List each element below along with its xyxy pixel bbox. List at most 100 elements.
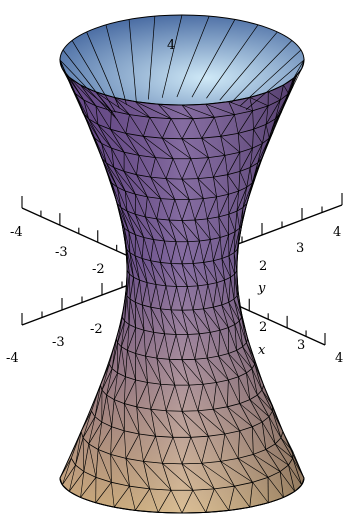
mesh-edge	[145, 356, 148, 383]
mesh-edge	[242, 346, 253, 369]
mesh-edge	[201, 463, 215, 490]
mesh-edge	[145, 332, 155, 357]
mesh-edge	[246, 372, 251, 400]
mesh-edge	[120, 324, 130, 347]
mesh-edge	[111, 182, 122, 208]
mesh-edge	[187, 241, 194, 264]
mesh-edge	[212, 260, 218, 283]
mesh-edge	[238, 376, 241, 404]
mesh-edge	[228, 302, 236, 325]
mesh-edge	[212, 382, 217, 410]
mesh-edge	[201, 462, 235, 487]
mesh-edge	[224, 280, 230, 303]
mesh-edge	[237, 430, 241, 459]
mesh-edge	[88, 416, 96, 444]
y-axis-name: y	[257, 281, 266, 296]
mesh-edge	[234, 211, 238, 232]
mesh-edge	[234, 274, 238, 296]
mesh-edge	[75, 437, 84, 466]
mesh-edge	[141, 282, 148, 306]
mesh-edge	[216, 282, 223, 306]
mesh-edge	[236, 211, 240, 229]
mesh-edge	[261, 422, 267, 450]
surface-mesh	[59, 14, 305, 514]
mesh-edge	[135, 194, 146, 218]
mesh-edge	[157, 490, 172, 513]
mesh-edge	[213, 260, 225, 281]
mesh-edge	[249, 143, 263, 168]
mesh-edge	[272, 112, 282, 133]
mesh-edge	[150, 176, 161, 199]
mesh-edge	[197, 178, 217, 198]
mesh-edge	[143, 461, 172, 491]
mesh-edge	[257, 394, 273, 412]
mesh-edge	[239, 403, 263, 423]
mesh-edge	[218, 356, 229, 381]
mesh-edge	[170, 263, 188, 287]
mesh-edge	[192, 490, 207, 513]
mesh-edge	[194, 198, 204, 221]
mesh-edge	[82, 112, 102, 144]
mesh-edge	[228, 277, 231, 303]
mesh-edge	[218, 330, 221, 357]
mesh-edge	[149, 488, 159, 513]
mesh-edge	[249, 399, 263, 423]
mesh-edge	[234, 114, 239, 134]
mesh-edge	[279, 471, 295, 492]
mesh-edge	[105, 162, 118, 188]
mesh-edge	[156, 198, 162, 219]
mesh-edge	[124, 376, 126, 404]
mesh-edge	[227, 152, 241, 175]
mesh-edge	[129, 277, 134, 300]
mesh-edge	[203, 198, 208, 219]
mesh-edge	[110, 426, 113, 455]
mesh-edge	[150, 307, 155, 333]
mesh-edge	[68, 77, 85, 101]
mesh-edge	[227, 174, 240, 192]
mesh-edge	[110, 110, 112, 130]
mesh-edge	[275, 443, 293, 459]
mesh-edge	[228, 486, 235, 511]
mesh-edge	[135, 101, 150, 118]
mesh-edge	[203, 262, 209, 285]
mesh-edge	[201, 137, 226, 156]
mesh-edge	[282, 79, 294, 107]
mesh-edge	[181, 263, 199, 287]
mesh-edge	[101, 157, 118, 188]
mesh-edge	[105, 24, 127, 105]
mesh-edge	[157, 103, 172, 119]
mesh-edge	[236, 187, 248, 212]
mesh-edge	[101, 368, 113, 391]
mesh-edge	[201, 436, 209, 464]
mesh-edge	[203, 284, 209, 309]
mesh-edge	[139, 280, 143, 305]
mesh-edge	[172, 437, 183, 464]
mesh-edge	[160, 308, 177, 335]
mesh-edge	[59, 59, 119, 121]
mesh-edge	[116, 203, 125, 229]
mesh-edge	[213, 237, 221, 261]
mesh-edge	[237, 133, 241, 153]
mesh-edge	[280, 437, 294, 459]
mesh-edge	[272, 411, 284, 432]
y-tick-label: 3	[296, 241, 304, 256]
mesh-edge	[205, 103, 235, 115]
mesh-edge	[75, 431, 82, 466]
mesh-edge	[252, 129, 254, 149]
mesh-edge	[150, 409, 156, 437]
mesh-edge	[82, 416, 96, 439]
mesh-edge	[141, 237, 145, 259]
mesh-edge	[203, 308, 211, 333]
mesh-edge	[168, 359, 176, 386]
mesh-edge	[220, 136, 226, 156]
mesh-edge	[129, 252, 140, 281]
mesh-edge	[126, 210, 145, 238]
mesh-edge	[143, 436, 156, 462]
mesh-edge	[147, 196, 157, 219]
mesh-edge	[292, 59, 305, 80]
mesh-edge	[143, 461, 151, 489]
mesh-edge	[252, 482, 269, 503]
mesh-edge	[181, 463, 215, 490]
mesh-edge	[181, 490, 194, 514]
mesh-edge	[181, 241, 189, 264]
